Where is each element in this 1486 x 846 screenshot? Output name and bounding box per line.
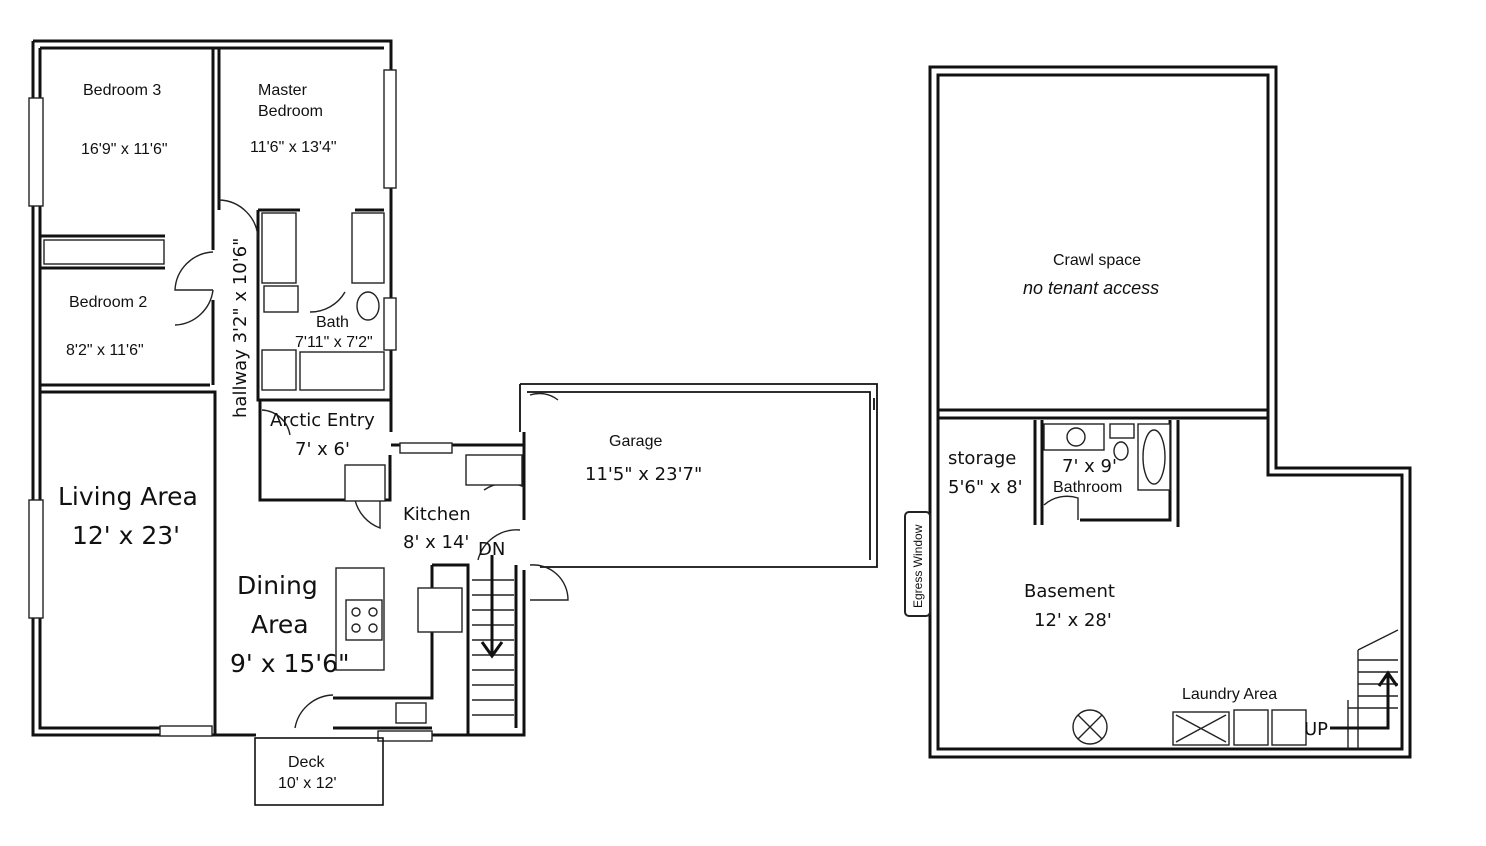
dining-size: 9' x 15'6" [230, 649, 350, 678]
burner [351, 607, 361, 617]
main-floor-plan [28, 39, 878, 806]
laundry-sink [1172, 711, 1230, 746]
arctic-entry-size: 7' x 6' [295, 439, 350, 460]
deck-name: Deck [288, 754, 325, 771]
basement-name: Basement [1024, 581, 1115, 602]
burner [368, 623, 378, 633]
bathroom-size: 7' x 9' [1062, 456, 1117, 477]
deck-size: 10' x 12' [278, 775, 337, 792]
egress-label: Egress Window [911, 524, 925, 608]
door-stairs [477, 529, 521, 561]
door-arctic-exit [354, 495, 381, 530]
laundry-washer [1233, 709, 1269, 746]
bath-vanity [261, 349, 297, 391]
burner [351, 623, 361, 633]
burner [368, 607, 378, 617]
kitchen-name: Kitchen [403, 504, 471, 525]
master-size: 11'6" x 13'4" [250, 139, 337, 156]
dining-name-2: Area [251, 610, 309, 639]
bath-sink [263, 285, 299, 313]
laundry-dryer [1271, 709, 1307, 746]
furnace-x [1077, 714, 1103, 740]
kitchen-walls [333, 443, 524, 735]
window-bedroom3 [28, 97, 44, 207]
door-bedroom3 [218, 199, 259, 241]
door-bathroom [1043, 495, 1079, 520]
hallway-label: hallway 3'2" x 10'6" [230, 238, 251, 418]
laundry-sink-x [1175, 714, 1227, 743]
stairs-down [472, 555, 514, 716]
door-bedroom2b [174, 289, 214, 326]
window-deck [159, 725, 213, 737]
crawl-note: no tenant access [1023, 278, 1159, 298]
bath-name: Bath [316, 314, 349, 331]
door-garage-side [529, 392, 569, 601]
kitchen-fridge [417, 587, 463, 633]
bedroom-partitions [40, 48, 221, 735]
bedroom3-name: Bedroom 3 [83, 82, 161, 99]
stairs-down-label: DN [478, 539, 505, 560]
entry-window2 [465, 454, 523, 486]
window-bath [383, 297, 397, 351]
egress-window [904, 511, 931, 617]
arctic-entry-bench [344, 464, 386, 502]
crawl-name: Crawl space [1053, 252, 1141, 269]
bathroom-toilet-tank [1109, 423, 1135, 439]
basement-floor-plan [904, 65, 1412, 759]
basement-inner-wall [936, 73, 1404, 751]
bedroom2-size: 8'2" x 11'6" [66, 342, 144, 359]
closet-bedroom2 [43, 239, 165, 265]
window-living [28, 499, 44, 619]
bathroom-toilet [1113, 441, 1129, 461]
door-arctic [261, 409, 291, 436]
basement-outer-wall [928, 65, 1412, 759]
door-bedroom2 [174, 251, 214, 291]
stairs-up [1330, 629, 1399, 749]
arctic-entry-name: Arctic Entry [270, 410, 375, 431]
closet-master-left [261, 212, 297, 284]
living-size: 12' x 23' [72, 521, 180, 550]
stairs-up-label: UP [1304, 719, 1328, 740]
bath-size: 7'11" x 7'2" [295, 334, 373, 351]
furnace-icon [1072, 709, 1108, 745]
window-master [383, 69, 397, 189]
garage-name: Garage [609, 433, 662, 450]
door-bath [309, 291, 346, 313]
kitchen-size: 8' x 14' [403, 532, 469, 553]
entry-window [399, 442, 453, 454]
bathroom-name: Bathroom [1053, 479, 1122, 496]
door-deck [294, 694, 334, 729]
bath-tub [299, 351, 385, 391]
crawl-space-wall [938, 408, 1268, 420]
master-name-2: Bedroom [258, 103, 323, 120]
master-name-1: Master [258, 82, 308, 99]
bathroom-tub-basin [1142, 429, 1166, 485]
window-kitchen [377, 730, 433, 742]
closet-master-right [351, 212, 385, 284]
dining-name-1: Dining [237, 571, 318, 600]
bathroom-sink-basin [1066, 427, 1086, 447]
storage-name: storage [948, 448, 1016, 469]
kitchen-sink [395, 702, 427, 724]
bath-toilet [356, 291, 380, 321]
bath-walls [256, 208, 392, 502]
garage-size: 11'5" x 23'7" [585, 464, 702, 485]
bathroom-walls [1033, 420, 1180, 527]
garage-outline [519, 383, 878, 568]
deck-outline [254, 737, 384, 806]
bedroom2-name: Bedroom 2 [69, 294, 147, 311]
kitchen-range [345, 599, 383, 641]
laundry-label: Laundry Area [1182, 686, 1277, 703]
basement-size: 12' x 28' [1034, 610, 1112, 631]
storage-size: 5'6" x 8' [948, 477, 1023, 498]
bedroom3-size: 16'9" x 11'6" [81, 141, 168, 158]
living-name: Living Area [58, 482, 198, 511]
